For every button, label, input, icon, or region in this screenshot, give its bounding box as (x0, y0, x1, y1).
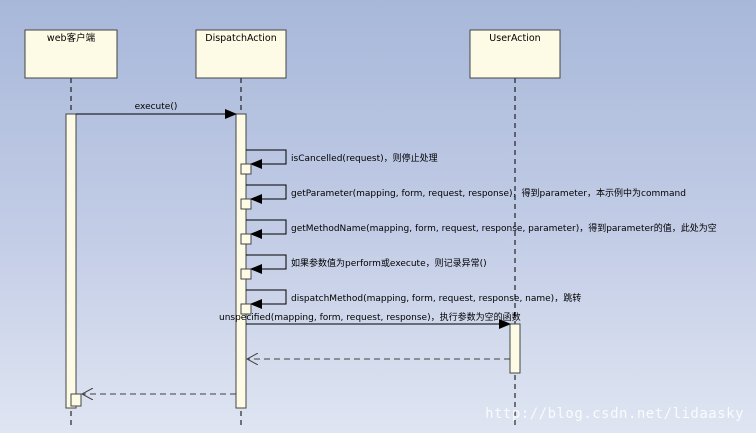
activation-web-client (65, 113, 77, 409)
lifeline-user-action-head (469, 29, 561, 79)
watermark-text: http://blog.csdn.net/lidaasky (485, 406, 744, 422)
message-is-cancelled: isCancelled(request)，则停止处理 (246, 149, 438, 169)
lifeline-dispatch-action: DispatchAction (195, 29, 287, 425)
lifeline-user-action-label: UserAction (489, 33, 540, 44)
activation-self-4 (240, 268, 252, 280)
activation-self-5 (240, 303, 252, 315)
message-get-parameter: getParameter(mapping, form, request, res… (246, 184, 686, 204)
lifeline-dispatch-action-head (195, 29, 287, 79)
message-get-parameter-arrow (246, 184, 287, 204)
activation-self-3 (240, 233, 252, 245)
message-dispatch-method: dispatchMethod(mapping, form, request, r… (246, 289, 581, 309)
message-get-method-name-arrow (246, 219, 287, 239)
activation-dispatch-action (235, 113, 247, 409)
activation-web-client-nested (70, 393, 82, 407)
message-get-parameter-label: getParameter(mapping, form, request, res… (291, 187, 686, 199)
message-check-perform-execute: 如果参数值为perform或execute，则记录异常() (246, 254, 487, 274)
activation-self-1 (240, 163, 252, 175)
message-unspecified: unspecified(mapping, form, request, resp… (219, 311, 521, 329)
message-execute: execute() (76, 102, 237, 119)
message-execute-label: execute() (135, 102, 178, 112)
lifeline-user-action: UserAction (469, 29, 561, 425)
message-dispatch-method-arrow (246, 289, 287, 309)
lifeline-web-client: web客户端 (24, 29, 118, 425)
lifeline-dispatch-action-label: DispatchAction (205, 33, 276, 44)
message-dispatch-method-label: dispatchMethod(mapping, form, request, r… (291, 292, 581, 304)
message-check-perform-execute-label: 如果参数值为perform或execute，则记录异常() (291, 257, 487, 269)
activation-self-2 (240, 198, 252, 210)
message-is-cancelled-label: isCancelled(request)，则停止处理 (291, 152, 438, 164)
message-get-method-name-label: getMethodName(mapping, form, request, re… (291, 222, 717, 234)
message-get-method-name: getMethodName(mapping, form, request, re… (246, 219, 717, 239)
message-check-perform-execute-arrow (246, 254, 287, 274)
message-is-cancelled-arrow (246, 149, 287, 169)
message-unspecified-label: unspecified(mapping, form, request, resp… (219, 311, 521, 323)
lifeline-web-client-head (24, 29, 118, 79)
lifeline-web-client-label: web客户端 (47, 32, 96, 44)
activation-user-action (509, 323, 521, 374)
